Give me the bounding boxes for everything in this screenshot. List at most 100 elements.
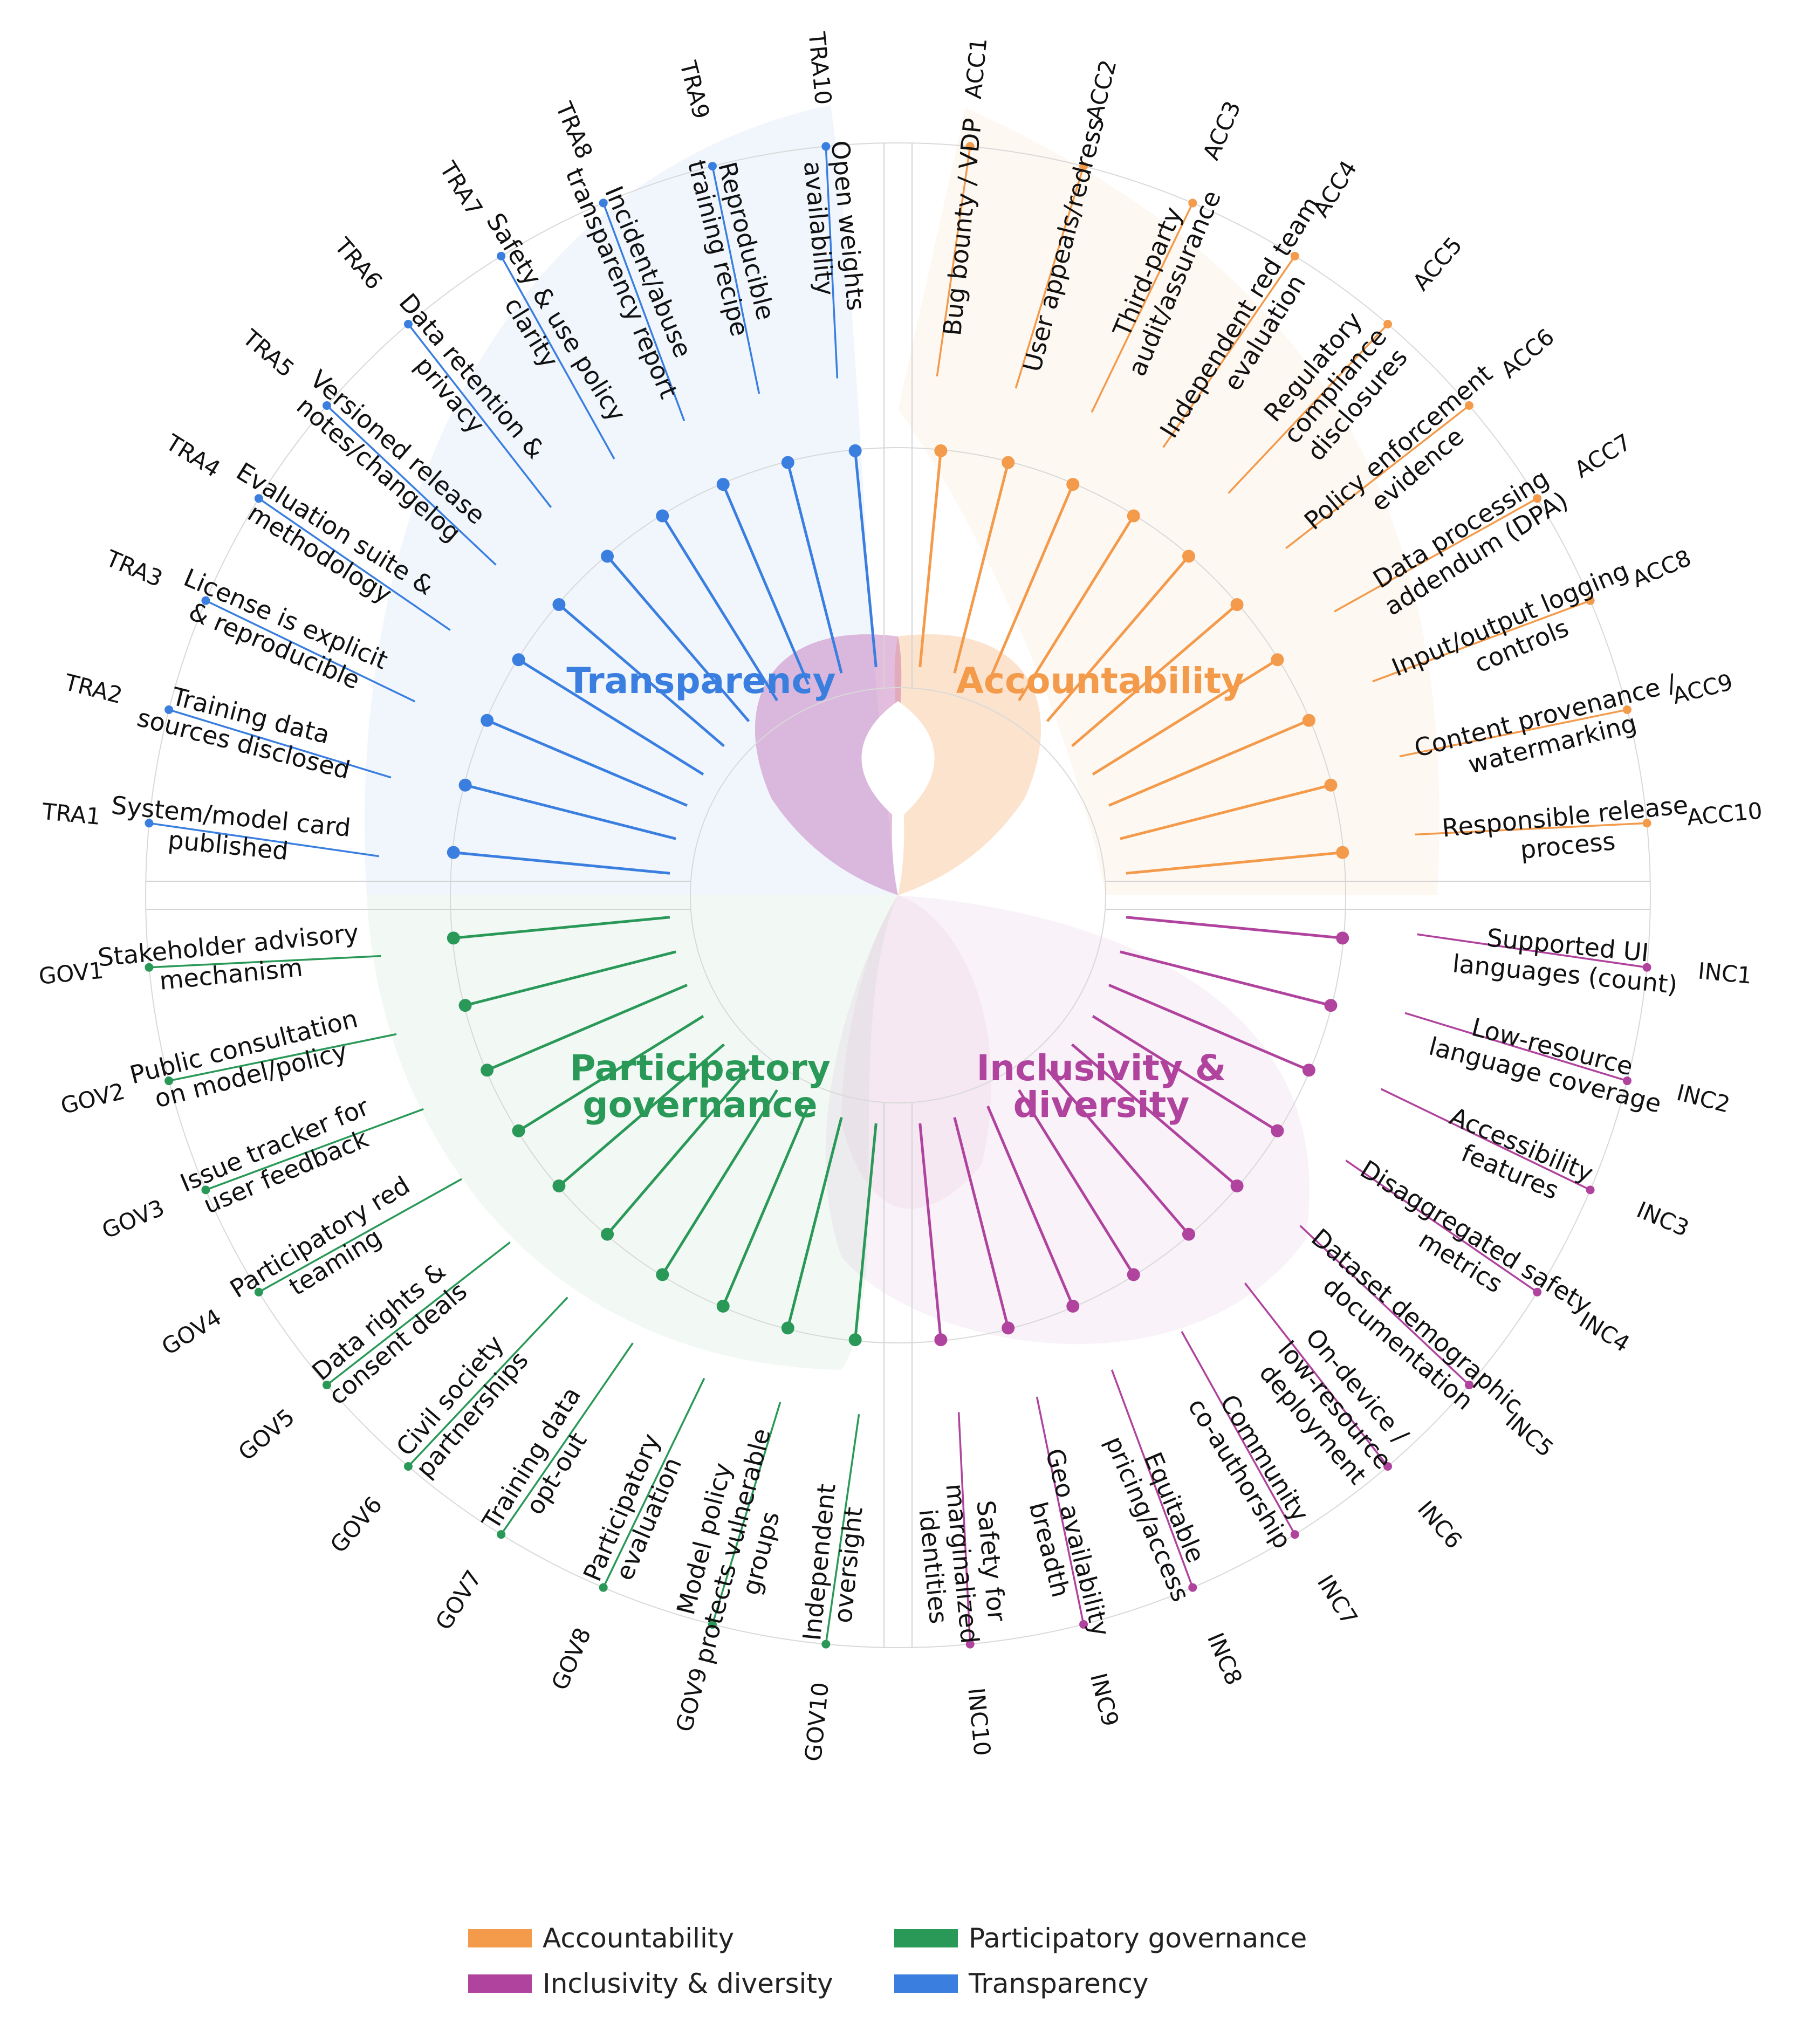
leader-gov4: [258, 1178, 462, 1293]
indicator-code-inc1: INC1: [1697, 957, 1753, 989]
indicator-code-gov8: GOV8: [546, 1624, 596, 1694]
legend-swatch-accountability: [468, 1929, 532, 1947]
spoke-acc4: [1018, 515, 1135, 702]
indicator-code-tra4: TRA4: [161, 429, 225, 482]
legend-label: Participatory governance: [969, 1923, 1307, 1954]
spoke-dot-gov5: [552, 1179, 566, 1192]
spoke-tra6: [606, 555, 750, 722]
spoke-dot-inc8: [1066, 1299, 1080, 1313]
code-dot-inc2: [1622, 1076, 1632, 1086]
code-dot-acc3: [1188, 198, 1197, 208]
spoke-acc1: [918, 450, 942, 668]
leader-inc2: [1404, 1012, 1628, 1082]
indicator-code-acc5: ACC5: [1408, 232, 1468, 296]
spoke-dot-gov8: [716, 1299, 730, 1313]
code-dot-tra1: [145, 819, 154, 828]
legend-item-accountability: Accountability: [468, 1923, 734, 1954]
indicator-label-inc10: Safety formarginalizedidentities: [911, 1479, 1013, 1648]
code-dot-acc6: [1465, 401, 1474, 410]
legend-swatch-participatory-governance: [894, 1929, 958, 1947]
spoke-tra3: [486, 719, 688, 807]
spoke-acc9: [1120, 784, 1332, 840]
spoke-dot-inc1: [1336, 931, 1349, 945]
indicator-code-inc7: INC7: [1312, 1570, 1363, 1630]
indicator-code-tra9: TRA9: [675, 58, 715, 121]
spoke-dot-acc3: [1066, 478, 1080, 491]
legend-swatch-inclusivity-diversity: [468, 1974, 532, 1993]
indicator-label-inc9: Geo availabilitybreadth: [1012, 1445, 1116, 1646]
spoke-inc6: [1046, 1068, 1190, 1236]
spoke-tra7: [661, 515, 778, 702]
indicator-code-acc6: ACC6: [1496, 324, 1559, 383]
code-dot-tra8: [599, 198, 608, 208]
indicator-code-gov5: GOV5: [233, 1403, 299, 1466]
code-dot-acc7: [1533, 494, 1542, 503]
leader-gov10: [825, 1414, 860, 1644]
spoke-inc5: [1071, 1043, 1238, 1187]
code-dot-gov2: [164, 1076, 174, 1086]
spoke-dot-inc5: [1230, 1179, 1244, 1192]
indicator-code-inc4: INC4: [1575, 1307, 1635, 1357]
indicator-label-tra10: Open weightsavailability: [797, 139, 871, 314]
code-dot-inc10: [965, 1640, 975, 1649]
spoke-dot-gov3: [481, 1064, 494, 1077]
spoke-acc2: [953, 462, 1010, 674]
center-label-transparency: Transparency: [566, 660, 835, 702]
indicator-label-gov8: Participatoryevaluation: [578, 1429, 693, 1596]
inner-lobe-transparency: [755, 634, 902, 895]
spoke-dot-acc8: [1302, 714, 1315, 727]
leader-inc8: [1110, 1369, 1194, 1588]
indicator-label-gov9: Model policyprotects vulnerablegroups: [660, 1418, 804, 1674]
leader-acc7: [1334, 497, 1538, 613]
spoke-gov7: [661, 1089, 778, 1275]
spoke-inc8: [986, 1106, 1074, 1307]
indicator-code-tra5: TRA5: [237, 324, 299, 383]
legend-label: Transparency: [969, 1968, 1149, 1999]
leader-inc1: [1417, 933, 1647, 969]
indicator-code-inc2: INC2: [1674, 1079, 1733, 1118]
leader-inc10: [957, 1412, 971, 1644]
spoke-dot-acc2: [1002, 456, 1015, 469]
leader-gov5: [326, 1241, 511, 1386]
background-blobs: [365, 105, 1439, 1370]
spoke-dot-tra9: [781, 456, 794, 469]
code-dot-tra7: [497, 251, 506, 260]
legend-label: Inclusivity & diversity: [543, 1968, 833, 1999]
leader-acc9: [1399, 709, 1628, 758]
petal-transparency: [365, 105, 898, 895]
leader-gov3: [205, 1108, 424, 1191]
leader-acc8: [1372, 600, 1591, 683]
legend-item-transparency: Transparency: [894, 1968, 1149, 1999]
spoke-dot-gov7: [656, 1268, 669, 1281]
spoke-dot-acc10: [1336, 846, 1349, 859]
indicator-code-acc4: ACC4: [1307, 156, 1362, 222]
leader-acc4: [1162, 255, 1296, 448]
code-dot-tra2: [164, 705, 174, 714]
spoke-acc3: [986, 484, 1074, 685]
spoke-dot-tra4: [512, 653, 525, 667]
indicator-label-gov10: Independentoversight: [797, 1483, 870, 1645]
code-dot-tra10: [821, 142, 831, 151]
leader-inc3: [1380, 1088, 1591, 1191]
spoke-dot-inc4: [1271, 1124, 1284, 1137]
legend-item-inclusivity-diversity: Inclusivity & diversity: [468, 1968, 833, 1999]
code-dot-inc6: [1383, 1462, 1393, 1471]
indicator-code-inc10: INC10: [963, 1686, 996, 1757]
spoke-acc5: [1046, 555, 1190, 722]
code-dot-gov7: [497, 1530, 506, 1539]
indicator-code-gov7: GOV7: [430, 1566, 487, 1635]
center-label-inclusivity-diversity: Inclusivity &diversity: [977, 1047, 1226, 1126]
code-dot-acc2: [1079, 162, 1088, 171]
leader-tra7: [500, 255, 615, 459]
leader-inc6: [1244, 1282, 1389, 1467]
code-dot-inc5: [1465, 1381, 1474, 1390]
indicator-code-acc9: ACC9: [1670, 669, 1736, 709]
indicator-label-acc10: Responsible releaseprocess: [1441, 790, 1692, 872]
code-dot-acc1: [965, 142, 975, 151]
spoke-dot-tra3: [481, 714, 494, 727]
leader-acc1: [936, 146, 971, 376]
leader-tra5: [326, 404, 497, 566]
indicator-code-acc3: ACC3: [1198, 97, 1246, 164]
